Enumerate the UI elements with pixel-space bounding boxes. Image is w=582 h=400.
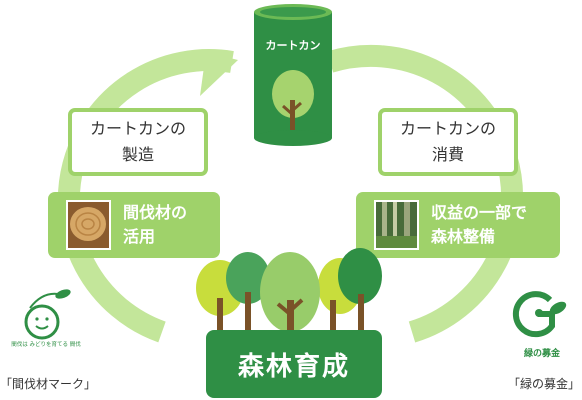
can-shape bbox=[254, 4, 332, 146]
tree-icon bbox=[260, 252, 320, 340]
forest-photo bbox=[374, 200, 419, 250]
thinned-wood-label: 間伐材の 活用 bbox=[123, 203, 188, 246]
can-consumption-box: カートカンの 消費 bbox=[378, 108, 518, 176]
tree-icon bbox=[338, 248, 382, 338]
forest-maintenance-label: 収益の一部で 森林整備 bbox=[431, 203, 528, 246]
green-fund-caption: 「緑の募金」 bbox=[508, 377, 581, 391]
wood-stump-icon bbox=[68, 202, 109, 248]
can-label: カートカン bbox=[265, 39, 321, 52]
green-fund-badge-text: 緑の募金 bbox=[523, 349, 560, 359]
tree-icon bbox=[226, 252, 270, 338]
thinning-mark-caption: 「間伐材マーク」 bbox=[0, 377, 97, 391]
cart-can: カートカン bbox=[254, 4, 332, 146]
thinning-mark-arc-text: 間伐は みどりを育てる 間伐 bbox=[11, 342, 81, 348]
forest-growth-box: 森林育成 bbox=[206, 330, 382, 398]
thinned-wood-box: 間伐材の 活用 bbox=[48, 192, 220, 258]
smiley-leaf-icon bbox=[24, 289, 71, 340]
forest-trees bbox=[196, 248, 382, 340]
g-leaf-icon bbox=[512, 291, 567, 338]
forest-trunks-icon bbox=[376, 202, 417, 248]
wood-stump-photo bbox=[66, 200, 111, 250]
forest-maintenance-box: 収益の一部で 森林整備 bbox=[356, 192, 560, 258]
can-manufacture-box: カートカンの 製造 bbox=[68, 108, 208, 176]
